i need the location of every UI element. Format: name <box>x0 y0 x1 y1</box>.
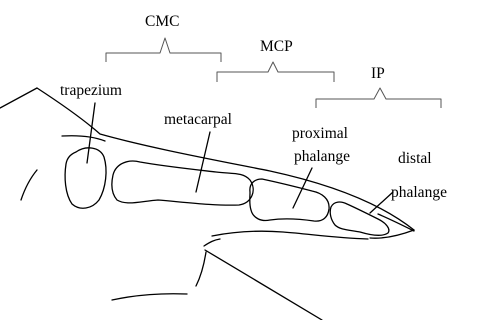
metacarpal-bone <box>112 161 253 205</box>
wrist-outline-left <box>21 170 37 200</box>
mcp-label: MCP <box>260 38 293 55</box>
proximal-phalange-label-line1: proximal <box>292 125 348 142</box>
thumb-tip-outline <box>370 230 414 238</box>
palm-outline <box>205 250 322 320</box>
proximal-phalange-label-line2: phalange <box>294 148 350 165</box>
cmc-label: CMC <box>145 13 179 30</box>
distal-phalanx-bone <box>330 202 389 235</box>
trapezium-leader <box>87 103 95 163</box>
trapezium-bone <box>65 148 106 208</box>
palm-crease <box>204 239 220 246</box>
mcp-bracket <box>217 62 334 82</box>
palm-inner-curve <box>196 252 206 286</box>
thenar-crease <box>62 136 105 141</box>
trapezium-label: trapezium <box>60 82 122 99</box>
distal-phalange-label-line2: phalange <box>391 184 447 201</box>
cmc-bracket <box>106 38 221 62</box>
thumb-palmar-outline <box>212 231 368 239</box>
metacarpal-label: metacarpal <box>164 111 232 128</box>
ip-bracket <box>316 88 441 108</box>
ip-label: IP <box>371 65 385 82</box>
metacarpal-leader <box>196 132 210 192</box>
distal-phalange-label-line1: distal <box>398 150 432 167</box>
distal-leader <box>370 192 393 213</box>
proximal-phalanx-bone <box>250 179 329 221</box>
hand-outline-bottom <box>112 294 187 300</box>
forearm-line <box>0 88 37 108</box>
